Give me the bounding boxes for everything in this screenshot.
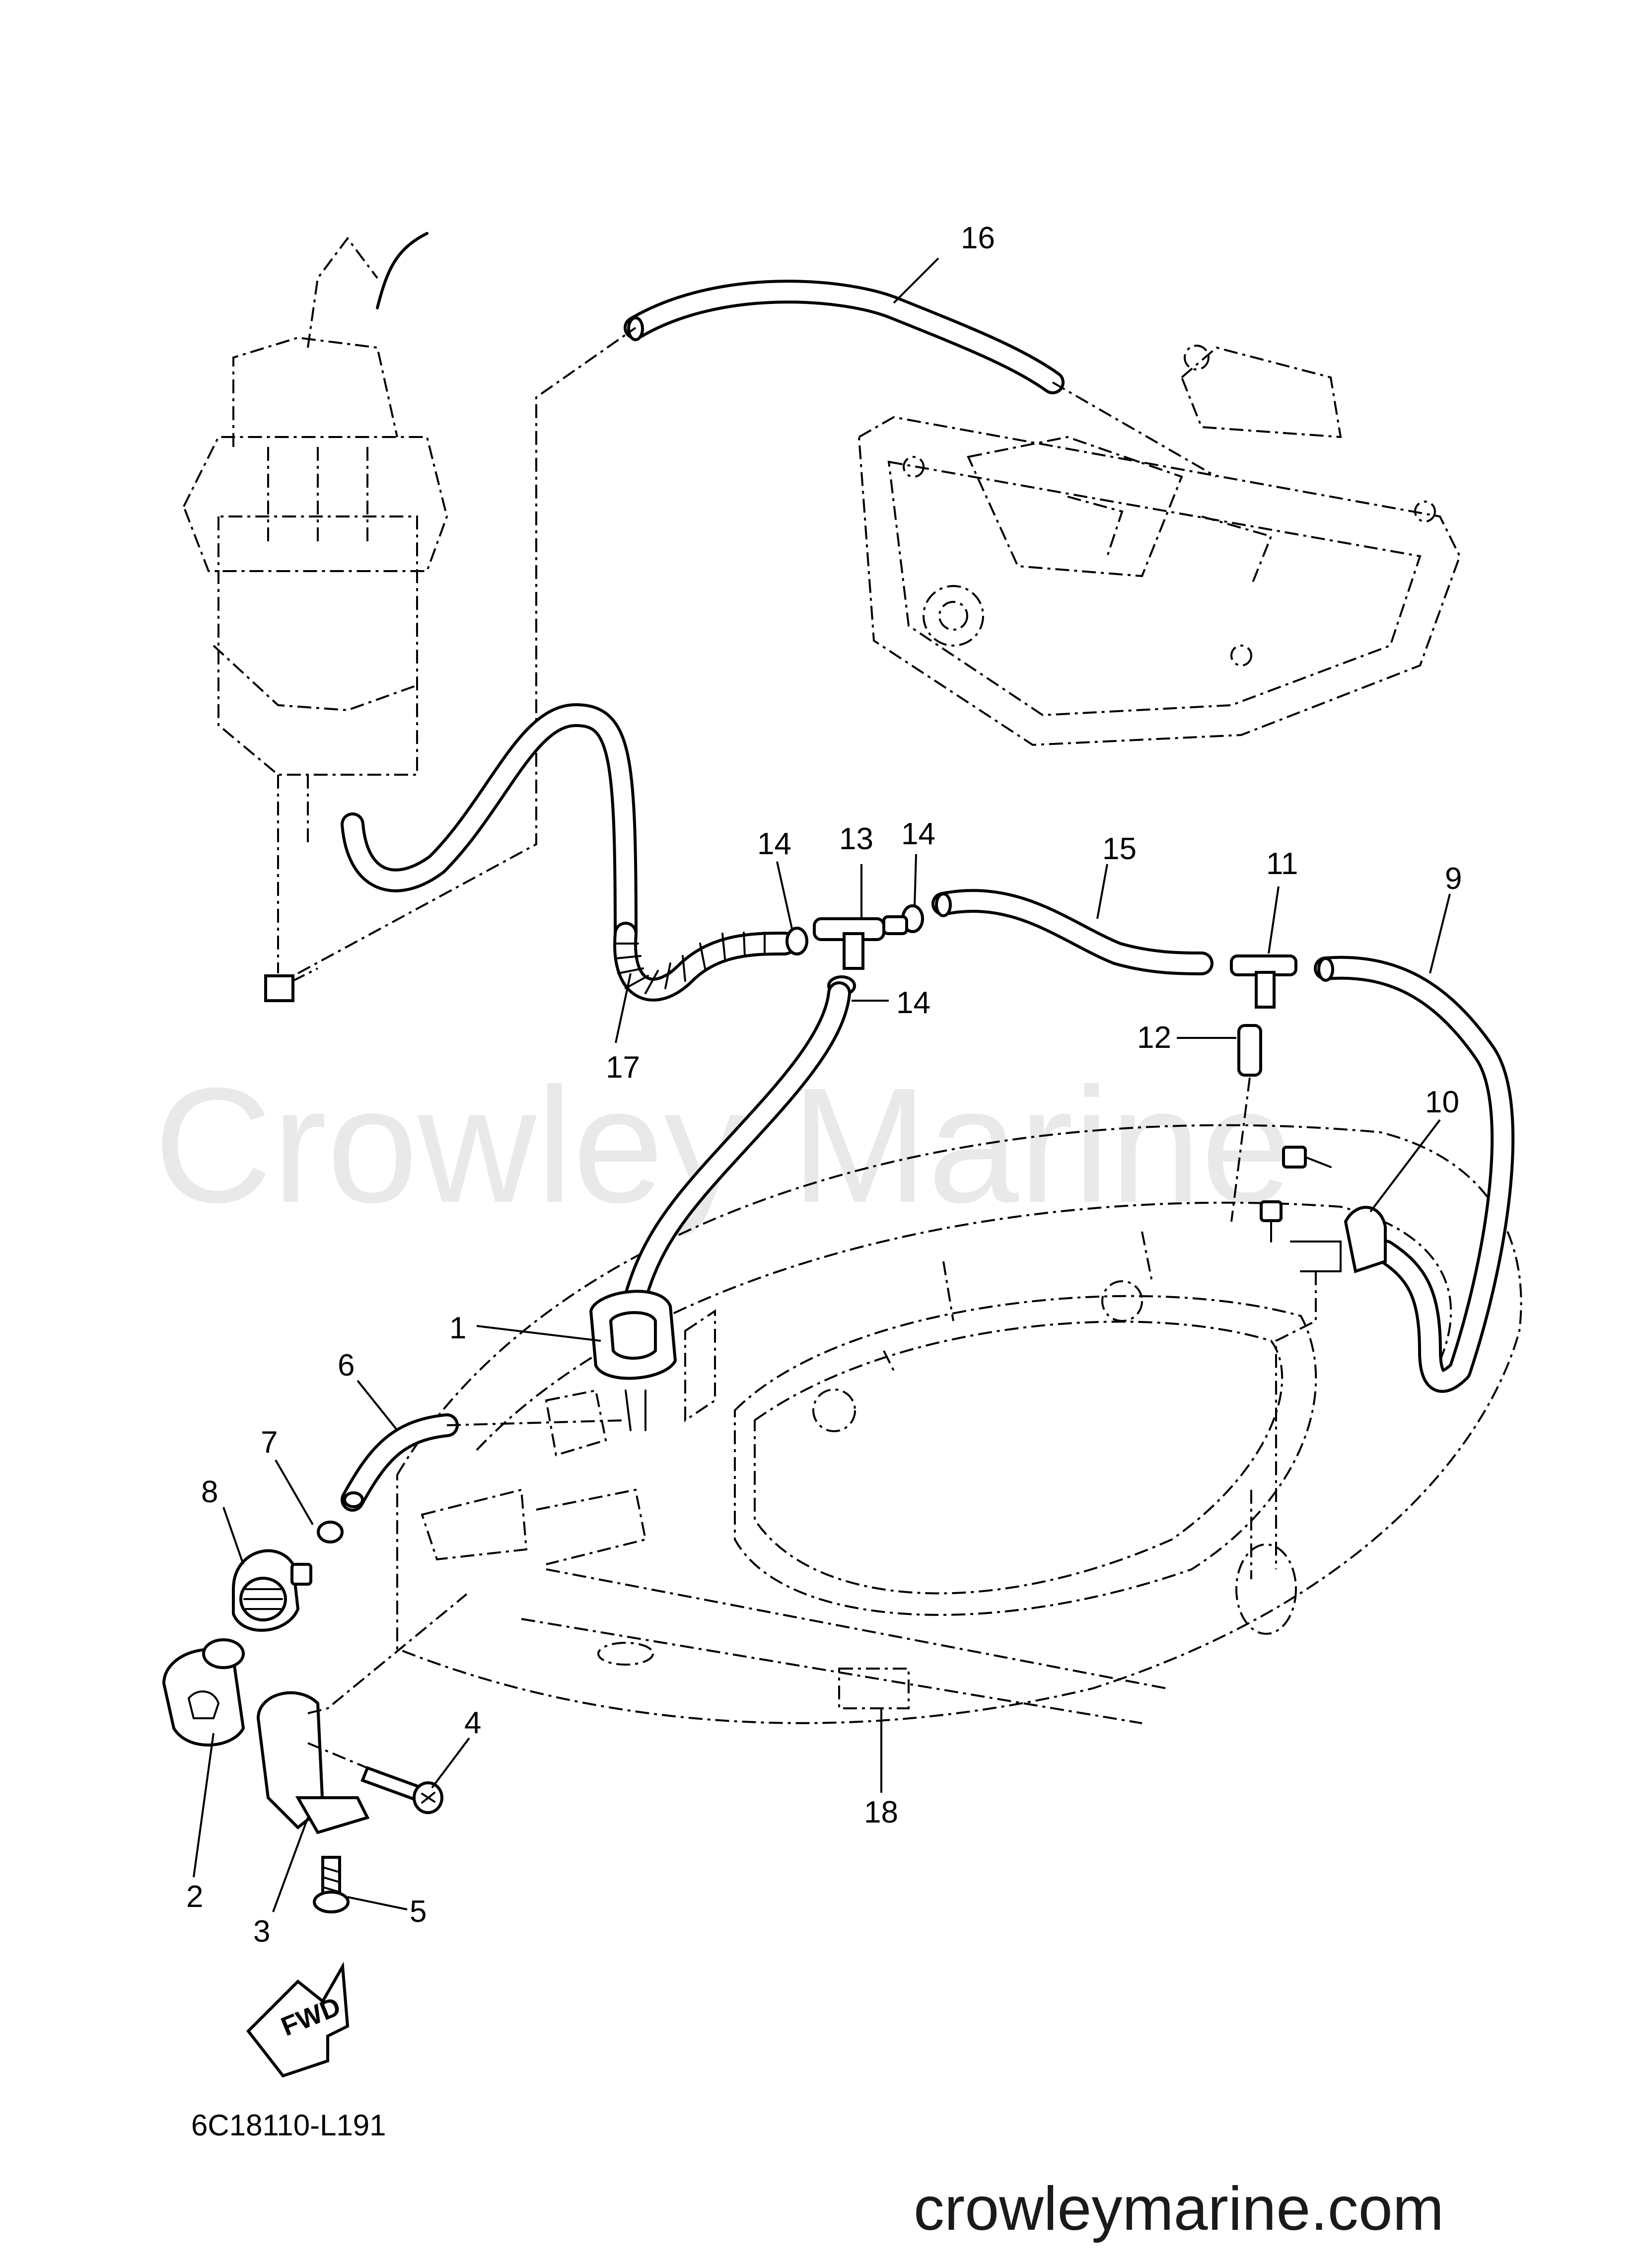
callout-12: 12 <box>1137 1021 1171 1055</box>
clip-7 <box>317 1521 344 1543</box>
diagram-code: 6C18110-L191 <box>191 2109 386 2142</box>
fitting-2 <box>162 1638 245 1747</box>
cap-8 <box>232 1549 312 1632</box>
callout-15: 15 <box>1102 832 1137 866</box>
callout-11: 11 <box>1266 847 1298 881</box>
bracket-3 <box>256 1593 468 1834</box>
fitting-bottom <box>264 974 294 1002</box>
hose-loop <box>341 703 638 946</box>
routing-line-module <box>297 327 637 974</box>
bolt-5 <box>313 1856 350 1913</box>
screw-4 <box>307 1742 443 1814</box>
joint-13 <box>813 915 908 970</box>
hose-15 <box>931 889 1214 975</box>
hose-12 <box>1230 1024 1262 1222</box>
callout-13: 13 <box>839 822 873 856</box>
leader-lines <box>193 257 1451 1912</box>
callout-2: 2 <box>186 1880 203 1914</box>
fwd-arrow-icon: FWD <box>246 1962 350 2078</box>
label-plate-outline <box>838 1668 910 1709</box>
callout-labels: 16 14 13 14 15 11 9 14 12 17 10 1 6 7 8 … <box>186 221 1462 1949</box>
callout-16: 16 <box>961 221 995 255</box>
bottom-cowling-outline <box>396 1124 1522 1724</box>
fuel-module-outline <box>182 232 448 1002</box>
callout-3: 3 <box>253 1914 270 1949</box>
callout-10: 10 <box>1425 1085 1459 1119</box>
footer-url: crowleymarine.com <box>914 2175 1444 2243</box>
callout-14-lower: 14 <box>896 986 930 1020</box>
callout-9: 9 <box>1445 862 1462 896</box>
clamp-14-left <box>785 927 808 955</box>
callout-17: 17 <box>606 1050 640 1085</box>
callout-14-left: 14 <box>757 827 791 861</box>
hose-9 <box>1314 955 1515 1393</box>
hose-16 <box>624 280 1217 478</box>
callout-8: 8 <box>201 1475 218 1509</box>
mount-plate-outline <box>857 345 1461 746</box>
callout-14-right: 14 <box>901 817 935 851</box>
joint-11 <box>1230 954 1297 1009</box>
hose-6 <box>341 1413 626 1512</box>
callout-6: 6 <box>338 1348 355 1383</box>
callout-4: 4 <box>464 1706 481 1740</box>
callout-7: 7 <box>261 1425 278 1460</box>
callout-5: 5 <box>410 1895 427 1929</box>
grommet-1-and-hose <box>589 981 851 1431</box>
callout-1: 1 <box>449 1311 466 1345</box>
callout-18: 18 <box>864 1795 898 1829</box>
corrugated-hose-17 <box>613 922 796 1002</box>
